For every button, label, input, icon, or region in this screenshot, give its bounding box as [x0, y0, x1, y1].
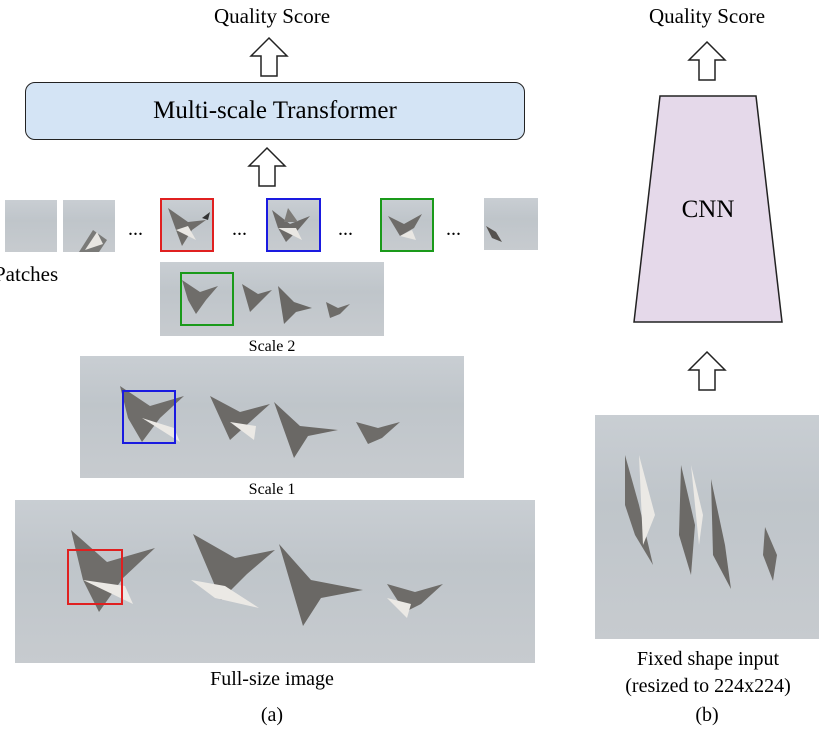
- scale2-patch-green-box: [180, 272, 234, 326]
- quality-score-label-b: Quality Score: [648, 4, 766, 28]
- scale1-image: [80, 356, 464, 478]
- ellipsis: ...: [232, 218, 247, 240]
- cnn-trapezoid: [633, 95, 783, 323]
- geese-flock-icon: [120, 386, 400, 458]
- ellipsis: ...: [446, 218, 461, 240]
- goose-icon: [388, 214, 422, 240]
- cnn-label: CNN: [681, 196, 735, 223]
- goose-icon: [272, 208, 310, 242]
- bird-wing-icon: [79, 230, 107, 252]
- fixed-shape-label-line2: (resized to 224x224): [625, 675, 791, 697]
- scale1-label: Scale 1: [248, 481, 296, 498]
- caption-a: (a): [260, 704, 284, 726]
- geese-flock-icon: [182, 280, 350, 324]
- scale2-image: [160, 262, 384, 336]
- goose-icon: [486, 226, 502, 242]
- patch-image: [484, 198, 538, 250]
- geese-flock-icon: [625, 455, 777, 589]
- ellipsis: ...: [128, 218, 143, 240]
- ellipsis: ...: [338, 218, 353, 240]
- resized-input-image: [595, 415, 819, 639]
- patch-image: [5, 200, 57, 252]
- quality-score-label-a: Quality Score: [213, 4, 331, 28]
- scale1-patch-blue-box: [122, 390, 176, 444]
- up-arrow-icon: [687, 350, 727, 391]
- full-size-patch-red-box: [67, 549, 123, 605]
- patch-image-green-box: [380, 198, 434, 252]
- fixed-shape-label-line1: Fixed shape input: [636, 648, 780, 670]
- patch-image: [63, 200, 115, 252]
- patch-image-blue-box: [266, 198, 321, 252]
- goose-icon: [168, 208, 210, 246]
- up-arrow-icon: [687, 40, 727, 81]
- up-arrow-icon: [247, 146, 287, 187]
- geese-flock-icon: [71, 530, 443, 626]
- transformer-label: Multi-scale Transformer: [153, 97, 397, 124]
- caption-b: (b): [695, 704, 719, 726]
- patches-label: Patches: [0, 262, 59, 286]
- patch-image-red-box: [160, 198, 214, 252]
- full-size-image: [15, 500, 535, 663]
- scale2-label: Scale 2: [248, 338, 296, 355]
- multi-scale-transformer-box: Multi-scale Transformer: [25, 82, 525, 140]
- full-size-label: Full-size image: [210, 668, 334, 690]
- up-arrow-icon: [249, 36, 289, 77]
